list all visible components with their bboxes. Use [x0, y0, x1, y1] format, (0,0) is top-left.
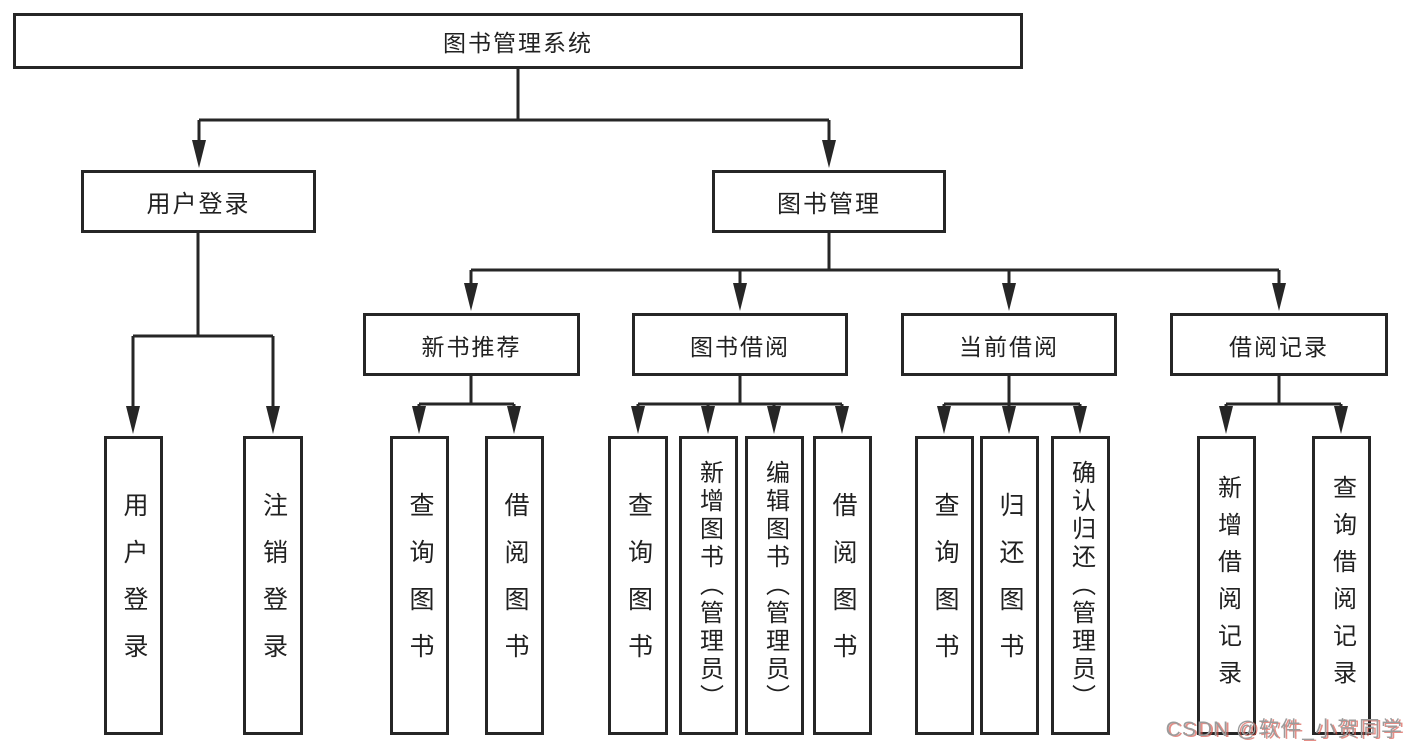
leaf-logout: 注销登录 [243, 436, 303, 735]
leaf-borrow-books: 借阅图书 [813, 436, 872, 735]
leaf-label: 注销登录 [259, 491, 288, 680]
leaf-query-borrow-record: 查询借阅记录 [1312, 436, 1371, 735]
leaf-label: 查询图书 [406, 491, 434, 680]
leaf-label: 编辑图书（管理员） [761, 459, 789, 712]
node-new-book-recommend: 新书推荐 [363, 313, 580, 376]
node-library-management-system: 图书管理系统 [13, 13, 1023, 69]
leaf-query-books-recommend: 查询图书 [390, 436, 449, 735]
leaf-query-books-borrowing: 查询图书 [608, 436, 668, 735]
leaf-confirm-return-admin: 确认归还（管理员） [1051, 436, 1110, 735]
leaf-label: 确认归还（管理员） [1067, 459, 1095, 712]
leaf-label: 查询图书 [931, 491, 959, 680]
node-user-login: 用户登录 [81, 170, 316, 233]
leaf-label: 查询借阅记录 [1328, 474, 1356, 697]
leaf-return-books: 归还图书 [980, 436, 1039, 735]
leaf-label: 新增图书（管理员） [695, 459, 723, 712]
csdn-watermark: CSDN @软件_小贺同学 [1165, 718, 1403, 741]
leaf-label: 借阅图书 [501, 491, 529, 680]
leaf-label: 查询图书 [624, 491, 653, 680]
leaf-label: 用户登录 [120, 491, 148, 680]
leaf-user-login: 用户登录 [104, 436, 163, 735]
node-borrowing-records: 借阅记录 [1170, 313, 1388, 376]
leaf-borrow-books-recommend: 借阅图书 [485, 436, 544, 735]
leaf-label: 归还图书 [996, 491, 1024, 680]
node-book-management: 图书管理 [712, 170, 946, 233]
node-book-borrowing: 图书借阅 [632, 313, 848, 376]
leaf-label: 借阅图书 [829, 491, 857, 680]
leaf-query-books-current: 查询图书 [915, 436, 974, 735]
leaf-label: 新增借阅记录 [1213, 474, 1241, 697]
leaf-edit-books-admin: 编辑图书（管理员） [745, 436, 804, 735]
leaf-add-books-admin: 新增图书（管理员） [679, 436, 738, 735]
leaf-add-borrow-record: 新增借阅记录 [1197, 436, 1256, 735]
node-current-borrowing: 当前借阅 [901, 313, 1117, 376]
